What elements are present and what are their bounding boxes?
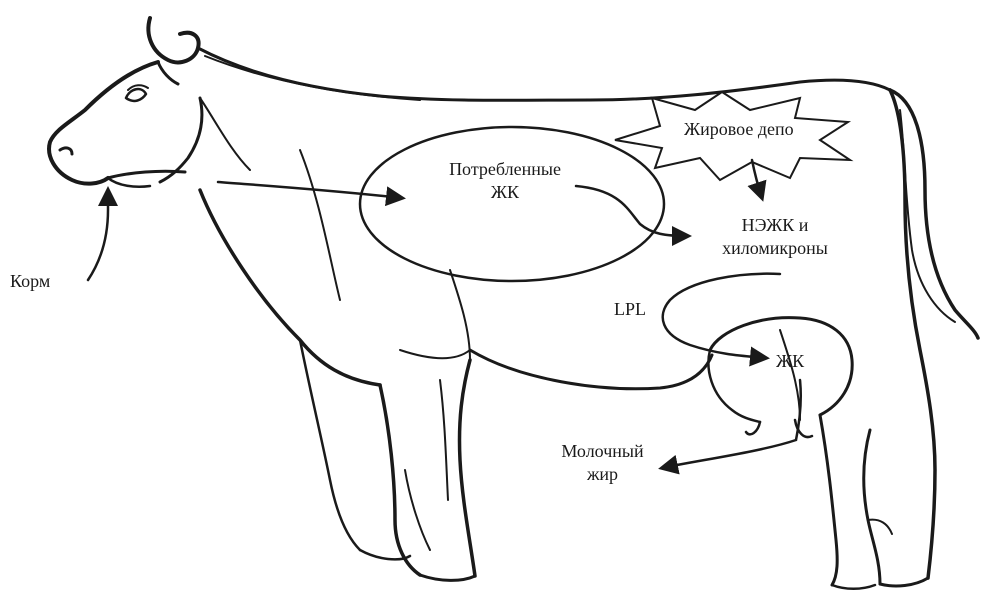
- label-udder-fa: ЖК: [776, 350, 804, 373]
- label-milk-fat-line2: жир: [540, 463, 665, 486]
- arrow-nefa-to-udder-fa: [663, 274, 780, 358]
- cow-outline: [49, 18, 978, 589]
- label-nefa: НЭЖК и хиломикроны: [700, 214, 850, 260]
- label-consumed-fa-line2: ЖК: [420, 181, 590, 204]
- arrow-feed-to-mouth: [88, 190, 108, 280]
- label-milk-fat-line1: Молочный: [540, 440, 665, 463]
- label-milk-fat: Молочный жир: [540, 440, 665, 486]
- label-nefa-line1: НЭЖК и: [700, 214, 850, 237]
- label-consumed-fa-line1: Потребленные: [420, 158, 590, 181]
- arrow-consumed-to-nefa: [576, 186, 688, 236]
- label-fat-depot: Жировое депо: [684, 118, 794, 141]
- arrow-to-consumed-fa: [218, 182, 402, 198]
- label-consumed-fa: Потребленные ЖК: [420, 158, 590, 204]
- label-lpl: LPL: [614, 298, 646, 321]
- label-feed: Корм: [10, 270, 50, 293]
- label-nefa-line2: хиломикроны: [700, 237, 850, 260]
- consumed-fa-ellipse: [360, 127, 664, 281]
- arrow-udder-to-milk-fat: [662, 380, 801, 468]
